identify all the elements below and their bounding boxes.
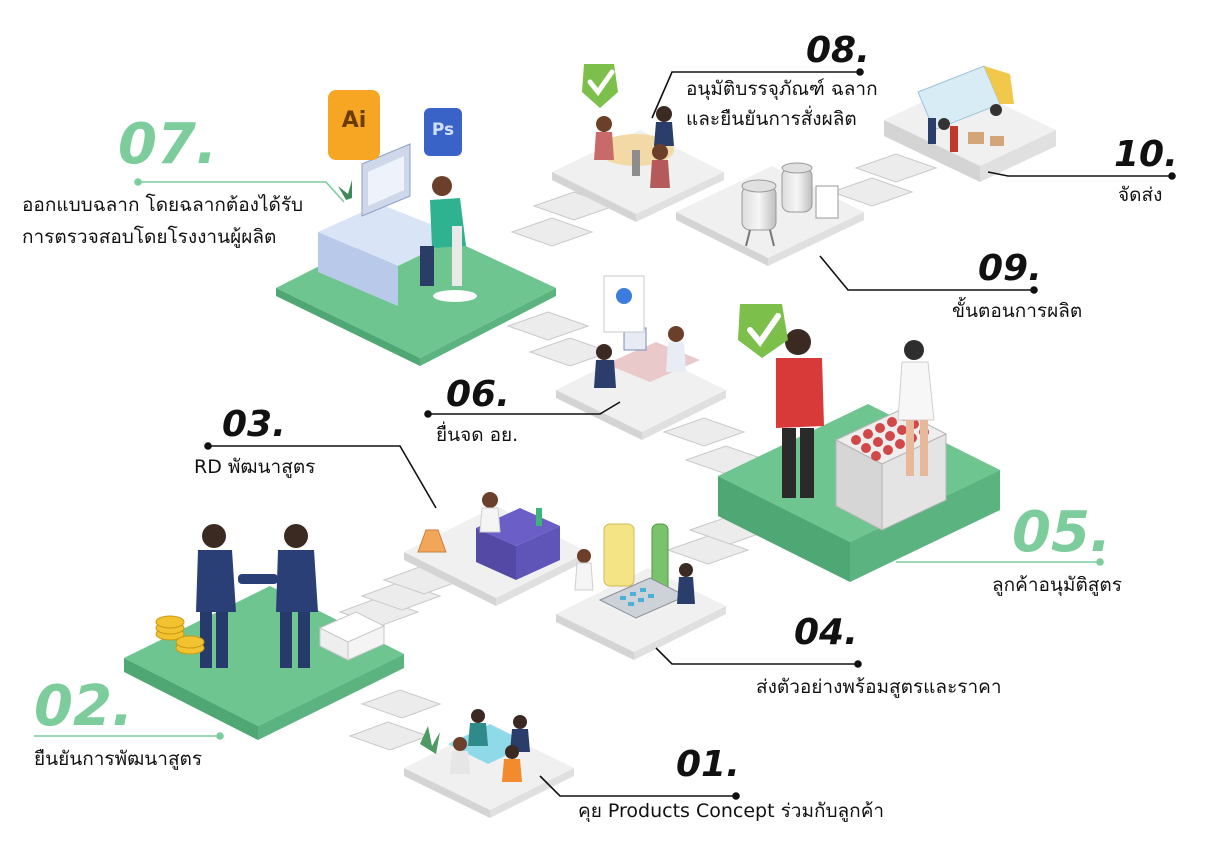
platform-06 bbox=[556, 275, 726, 440]
platform-02 bbox=[124, 524, 404, 740]
platform-07 bbox=[276, 90, 556, 366]
step-09-number: 09. bbox=[978, 248, 1042, 289]
step-08-number: 08. bbox=[806, 30, 870, 71]
step-05-number: 05. bbox=[1012, 500, 1112, 565]
step-04-number: 04. bbox=[794, 612, 858, 653]
step-01-label: คุย Products Concept ร่วมกับลูกค้า bbox=[578, 800, 885, 822]
step-01-number: 01. bbox=[676, 744, 740, 785]
platform-05 bbox=[718, 304, 1000, 582]
step-07-label-line-1: ออกแบบฉลาก โดยฉลากต้องได้รับ bbox=[22, 194, 304, 216]
step-02-label: ยืนยันการพัฒนาสูตร bbox=[34, 748, 203, 770]
step-06-label: ยื่นจด อย. bbox=[436, 424, 519, 446]
photoshop-badge-icon bbox=[424, 108, 462, 156]
checkmark-icon bbox=[582, 64, 618, 108]
step-04-label: ส่งตัวอย่างพร้อมสูตรและราคา bbox=[756, 676, 1002, 698]
checkmark-icon bbox=[738, 304, 788, 358]
step-07-label-line-2: การตรวจสอบโดยโรงงานผู้ผลิต bbox=[22, 226, 277, 248]
illustrator-badge-label: Ai bbox=[341, 108, 367, 133]
step-07-number: 07. bbox=[118, 112, 218, 177]
platform-08 bbox=[552, 64, 724, 222]
leader-lines bbox=[34, 68, 1176, 800]
illustrator-badge-icon bbox=[328, 90, 380, 160]
step-06-number: 06. bbox=[446, 374, 510, 415]
step-10-number: 10. bbox=[1114, 134, 1178, 175]
step-10-label: จัดส่ง bbox=[1118, 184, 1163, 206]
platform-03 bbox=[404, 492, 588, 606]
platform-09 bbox=[676, 162, 864, 266]
step-08-label-line-2: และยืนยันการสั่งผลิต bbox=[686, 108, 857, 130]
step-08-label-line-1: อนุมัติบรรจุภัณฑ์ ฉลาก bbox=[686, 78, 878, 100]
platform-01 bbox=[404, 709, 574, 818]
step-03-number: 03. bbox=[222, 404, 286, 445]
step-09-label: ขั้นตอนการผลิต bbox=[952, 300, 1083, 322]
step-03-label: RD พัฒนาสูตร bbox=[194, 456, 316, 478]
step-02-number: 02. bbox=[34, 674, 134, 739]
platform-04 bbox=[556, 523, 726, 660]
photoshop-badge-label: Ps bbox=[431, 120, 455, 140]
step-05-label: ลูกค้าอนุมัติสูตร bbox=[992, 574, 1122, 596]
platform-10 bbox=[884, 65, 1056, 182]
